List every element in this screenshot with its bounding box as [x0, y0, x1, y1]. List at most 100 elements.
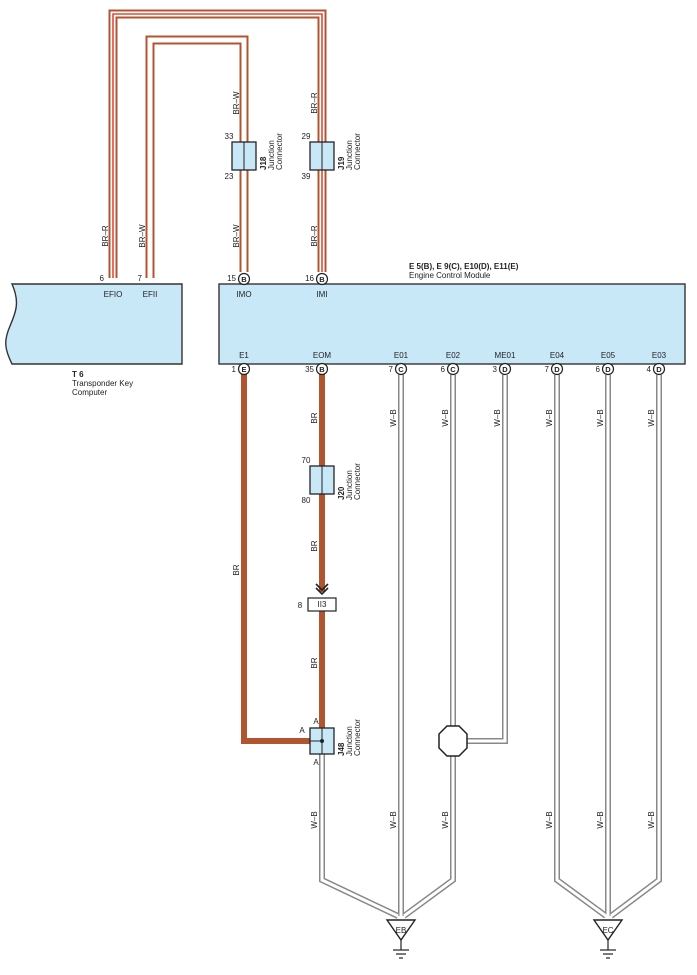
pin-number: 16: [305, 274, 314, 283]
pin-number: 3: [493, 365, 498, 374]
splice-point-icon: [438, 725, 468, 757]
tkc-id: T 6: [72, 370, 84, 379]
ground-ec: EC: [592, 919, 624, 959]
pin-connector-circle: [315, 272, 329, 286]
ecm-pin-eom: EOM 35 B: [305, 351, 331, 376]
pin-number: 6: [441, 365, 446, 374]
junction-id: J18: [259, 156, 268, 170]
pin-number: 1: [232, 365, 237, 374]
pin-number: 7: [545, 365, 550, 374]
junction-connector-j19: 29 39 J19 Junction Connector: [302, 132, 362, 181]
junction-pin-bottom: 39: [302, 172, 311, 181]
pin-connector-circle: [652, 362, 666, 376]
junction-pin-top: 70: [302, 456, 311, 465]
ground-label: EC: [602, 926, 613, 935]
label-w-b-e05: W–B: [596, 409, 605, 426]
pin-connector-letter: C: [450, 365, 456, 374]
chevron-down-icon: [315, 583, 329, 596]
junction-pin-top: 33: [225, 132, 234, 141]
pin-connector-letter: E: [241, 365, 246, 374]
pin-connector-circle: [498, 362, 512, 376]
tkc-pin-num-7: 7: [138, 274, 143, 283]
junction-label-1: Junction: [345, 140, 354, 170]
wires-w-b: [319, 375, 662, 919]
pin-name: E02: [446, 351, 461, 360]
label-br-r-j19-top: BR–R: [310, 92, 319, 114]
label-br-w-imo: BR–W: [232, 224, 241, 248]
tkc-pin-num-6: 6: [100, 274, 105, 283]
pin-connector-circle: [550, 362, 564, 376]
pin-connector-letter: D: [605, 365, 611, 374]
ecm-pin-e04: E04 7 D: [545, 351, 565, 376]
pin-connector-circle: [601, 362, 615, 376]
wire-br-r-efio-imi: [108, 9, 327, 278]
label-br-w-efii: BR–W: [138, 224, 147, 248]
connector-label: II3: [318, 600, 327, 609]
ecm-pin-e01: E01 7 C: [389, 351, 409, 376]
connector-box: [307, 597, 337, 612]
ecm-subtitle: Engine Control Module: [409, 271, 491, 280]
wire-br-e1: [241, 374, 310, 744]
junction-pin-top: 29: [302, 132, 311, 141]
engine-control-module: E 5(B), E 9(C), E10(D), E11(E) Engine Co…: [218, 262, 686, 376]
connector-pin: 8: [298, 601, 303, 610]
tkc-name-line1: Transponder Key: [72, 379, 133, 388]
tkc-name-line2: Computer: [72, 388, 107, 397]
ground-icon: [600, 940, 616, 959]
pin-connector-letter: B: [241, 275, 247, 284]
transponder-key-computer: 6 7 EFIO EFII T 6 Transponder Key Comput…: [5, 274, 183, 397]
label-w-b-me01: W–B: [493, 409, 502, 426]
pin-name: E1: [239, 351, 249, 360]
junction-label-2: Connector: [353, 463, 362, 500]
junction-id: J19: [337, 156, 346, 170]
junction-pin-bottom: A: [313, 758, 319, 767]
inline-connector-ii3: II3 8: [298, 583, 337, 612]
pin-connector-circle: [446, 362, 460, 376]
tkc-pin-efii: EFII: [143, 290, 158, 299]
label-br-j20-bot: BR: [310, 540, 319, 551]
pin-number: 15: [227, 274, 236, 283]
pin-connector-circle: [237, 362, 251, 376]
pin-name: IMO: [236, 290, 251, 299]
pin-name: ME01: [495, 351, 516, 360]
label-w-b-e02: W–B: [441, 409, 450, 426]
junction-id: J20: [337, 486, 346, 500]
junction-pin-top: A: [313, 717, 319, 726]
label-br-e1: BR: [232, 564, 241, 575]
label-br-eom: BR: [310, 412, 319, 423]
pin-connector-letter: D: [502, 365, 508, 374]
junction-id: J48: [337, 742, 346, 756]
junction-pin-left: A: [299, 726, 305, 735]
tkc-body: [5, 283, 183, 365]
pin-name: E04: [550, 351, 565, 360]
ground-icon: [393, 940, 409, 959]
ground-triangle: [385, 919, 417, 942]
label-w-b-e01: W–B: [389, 409, 398, 426]
label-w-b-e05-low: W–B: [596, 811, 605, 828]
pin-connector-letter: C: [398, 365, 404, 374]
pin-name: E03: [652, 351, 667, 360]
label-w-b-e03: W–B: [647, 409, 656, 426]
label-w-b-e03-low: W–B: [647, 811, 656, 828]
wire-labels: BR–W BR–R BR–R BR–W BR–W BR–R BR BR BR B…: [101, 91, 656, 829]
pin-number: 4: [647, 365, 652, 374]
junction-pin-bottom: 23: [225, 172, 234, 181]
junction-connector-j48: A A A J48 Junction Connector: [299, 717, 362, 767]
ground-eb: EB: [385, 919, 417, 959]
pin-connector-circle: [237, 272, 251, 286]
label-w-b-e04: W–B: [545, 409, 554, 426]
tkc-pin-efio: EFIO: [104, 290, 123, 299]
label-br-w-j18-top: BR–W: [232, 91, 241, 115]
pin-connector-letter: B: [319, 275, 325, 284]
junction-label-1: Junction: [345, 726, 354, 756]
junction-label-1: Junction: [267, 140, 276, 170]
ecm-pin-e02: E02 6 C: [441, 351, 461, 376]
wire-br-w-efii-imo: [145, 35, 249, 278]
junction-label-2: Connector: [353, 133, 362, 170]
pin-number: 6: [596, 365, 601, 374]
junction-connector-j18: 33 23 J18 Junction Connector: [225, 132, 284, 181]
ecm-pin-imo: 15 B IMO: [227, 272, 252, 299]
label-br-r-efio: BR–R: [101, 225, 110, 247]
label-w-b-j48: W–B: [310, 811, 319, 828]
